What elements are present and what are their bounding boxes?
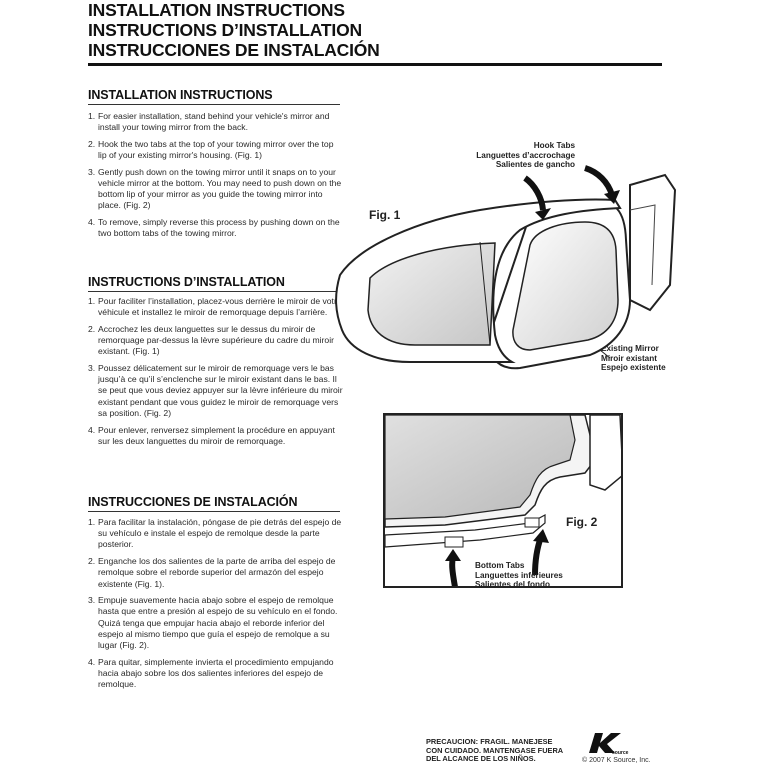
figure-2-illustration (385, 415, 621, 586)
existing-mirror-glass (512, 221, 619, 351)
step-item: 1.For easier installation, stand behind … (88, 111, 330, 133)
section-heading-french: INSTRUCTIONS D’INSTALLATION (88, 275, 285, 289)
section-divider (88, 511, 340, 512)
step-item: 4.Pour enlever, renversez simplement la … (88, 424, 335, 446)
step-item: 3.Empuje suavemente hacia abajo sobre el… (88, 595, 338, 651)
section-heading-english: INSTALLATION INSTRUCTIONS (88, 88, 273, 102)
existing-mirror-callout: Existing Mirror Miroir existant Espejo e… (601, 344, 666, 373)
title-spanish: INSTRUCCIONES DE INSTALACIÓN (88, 40, 380, 60)
mirror-mount-arm (629, 173, 677, 312)
step-item: 2.Accrochez les deux languettes sur le d… (88, 323, 334, 357)
k-source-logo: source (589, 733, 629, 755)
step-item: 4.Para quitar, simplemente invierta el p… (88, 656, 334, 690)
step-item: 2.Hook the two tabs at the top of your t… (88, 138, 334, 161)
bottom-lip (385, 514, 546, 548)
section-divider (88, 291, 340, 292)
figure-1-label: Fig. 1 (369, 208, 401, 222)
svg-text:source: source (612, 750, 629, 755)
section-heading-spanish: INSTRUCCIONES DE INSTALACIÓN (88, 495, 298, 509)
bottom-tabs-callout: Bottom Tabs Languettes inférieures Salie… (475, 561, 563, 590)
figure-2-label: Fig. 2 (566, 515, 598, 529)
step-item: 2.Enganche los dos salientes de la parte… (88, 556, 336, 589)
steps-spanish: 1.Para facilitar la instalación, póngase… (88, 517, 344, 696)
step-item: 3.Poussez délicatement sur le miroir de … (88, 363, 343, 418)
step-item: 1.Para facilitar la instalación, póngase… (88, 517, 342, 550)
caution-notice: PRECAUCION: FRAGIL. MANEJESE CON CUIDADO… (426, 737, 564, 764)
hook-tabs-callout: Hook Tabs Languettes d’accrochage Salien… (476, 141, 575, 170)
step-item: 1.Pour faciliter l’installation, placez-… (88, 296, 342, 318)
steps-french: 1.Pour faciliter l’installation, placez-… (88, 296, 344, 452)
hook-tab-arrow-right (583, 165, 615, 197)
mirror-glass (385, 415, 576, 520)
bottom-tab (524, 517, 540, 528)
document-title-block: INSTALLATION INSTRUCTIONS INSTRUCTIONS D… (88, 0, 688, 60)
caution-label: PRECAUCION: (426, 737, 479, 746)
section-divider (88, 104, 340, 105)
header-rule (88, 63, 662, 66)
title-english: INSTALLATION INSTRUCTIONS (88, 0, 345, 20)
step-item: 4.To remove, simply reverse this process… (88, 217, 340, 239)
title-french: INSTRUCTIONS D’INSTALLATION (88, 20, 362, 40)
figure-1-illustration (335, 165, 677, 370)
towing-mirror-glass (367, 242, 496, 346)
copyright-text: © 2007 K Source, Inc. (582, 757, 651, 764)
bottom-tab-arrow-left (449, 556, 458, 586)
steps-english: 1.For easier installation, stand behind … (88, 111, 344, 245)
hook-tab-arrow-left (523, 175, 546, 211)
step-item: 3.Gently push down on the towing mirror … (88, 166, 342, 211)
figure-2-panel (383, 413, 623, 588)
bottom-tab (444, 536, 464, 548)
